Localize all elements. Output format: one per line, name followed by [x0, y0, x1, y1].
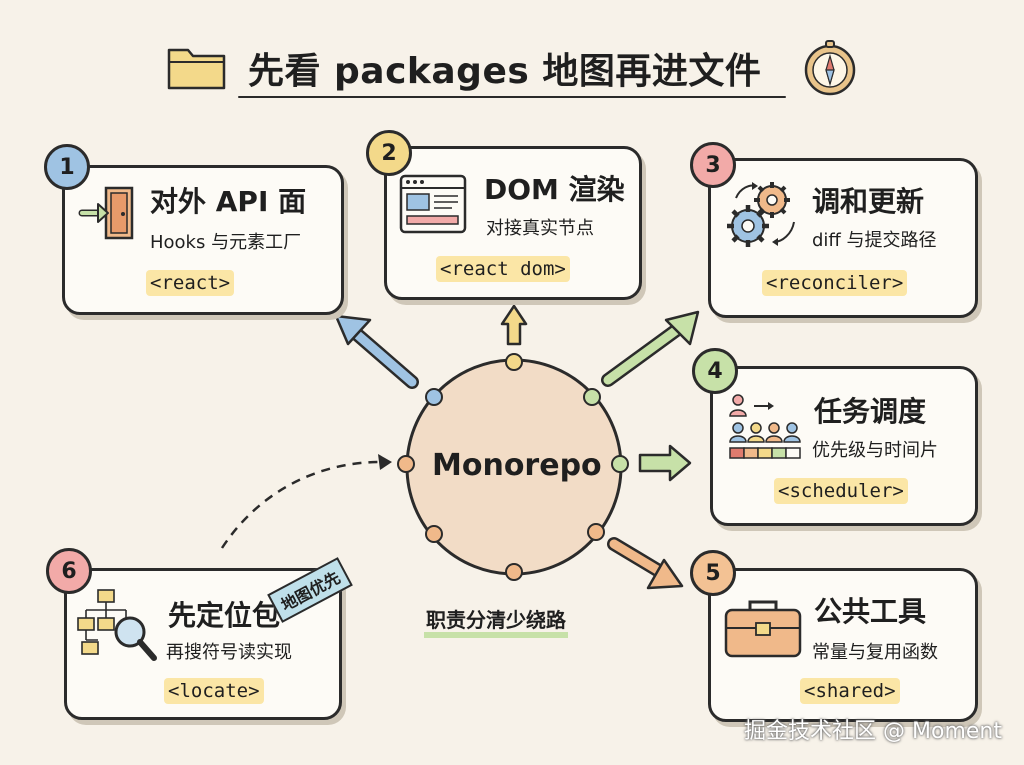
- card-3-badge: 3: [690, 142, 736, 188]
- arrow-to-card-1: [334, 314, 419, 389]
- card-2-subtitle: 对接真实节点: [486, 218, 594, 239]
- card-6-badge: 6: [46, 548, 92, 594]
- card-5-subtitle: 常量与复用函数: [812, 642, 938, 663]
- card-2-tag: <react dom>: [436, 256, 570, 282]
- arrow-to-card-5: [607, 537, 684, 590]
- monorepo-hub: [397, 353, 629, 581]
- page-title: 先看 packages 地图再进文件: [248, 51, 762, 92]
- card-3-subtitle: diff 与提交路径: [812, 230, 937, 251]
- card-4-subtitle: 优先级与时间片: [812, 440, 938, 461]
- folder-icon: [167, 48, 226, 90]
- hub-label: Monorepo: [432, 448, 602, 483]
- arrow-to-card-4: [638, 444, 692, 482]
- task-queue-icon: [729, 394, 801, 459]
- card-6-tag: <locate>: [164, 678, 264, 704]
- card-5-badge: 5: [690, 550, 736, 596]
- hub-note: 职责分清少绕路: [424, 604, 568, 638]
- card-2-badge: 2: [366, 130, 412, 176]
- dashed-arrow-from-card-6: [220, 454, 392, 549]
- card-4-tag: <scheduler>: [774, 478, 908, 504]
- title-area: 先看 packages 地图再进文件: [160, 34, 860, 104]
- card-5-title: 公共工具: [814, 595, 927, 628]
- door-exit-icon: [78, 186, 134, 240]
- card-3-tag: <reconciler>: [762, 270, 908, 296]
- card-1-subtitle: Hooks 与元素工厂: [150, 232, 302, 253]
- browser-window-icon: [399, 174, 467, 234]
- toolbox-icon: [724, 600, 802, 658]
- card-4-badge: 4: [692, 348, 738, 394]
- arrow-to-card-3: [601, 310, 700, 387]
- gears-sync-icon: [727, 182, 795, 247]
- card-4-title: 任务调度: [814, 395, 927, 428]
- card-5-tag: <shared>: [800, 678, 900, 704]
- arrow-to-card-2: [500, 304, 528, 346]
- card-6-title: 先定位包: [168, 599, 281, 632]
- card-1-badge: 1: [44, 144, 90, 190]
- title-underline: [238, 96, 786, 98]
- card-2-title: DOM 渲染: [484, 173, 625, 206]
- tree-search-icon: [77, 589, 157, 661]
- card-3-title: 调和更新: [812, 185, 925, 218]
- compass-icon: [804, 40, 856, 96]
- card-1-title: 对外 API 面: [150, 185, 307, 218]
- card-1-tag: <react>: [146, 270, 235, 296]
- watermark: 掘金技术社区 @ Moment: [744, 719, 1002, 744]
- card-6-subtitle: 再搜符号读实现: [166, 642, 292, 663]
